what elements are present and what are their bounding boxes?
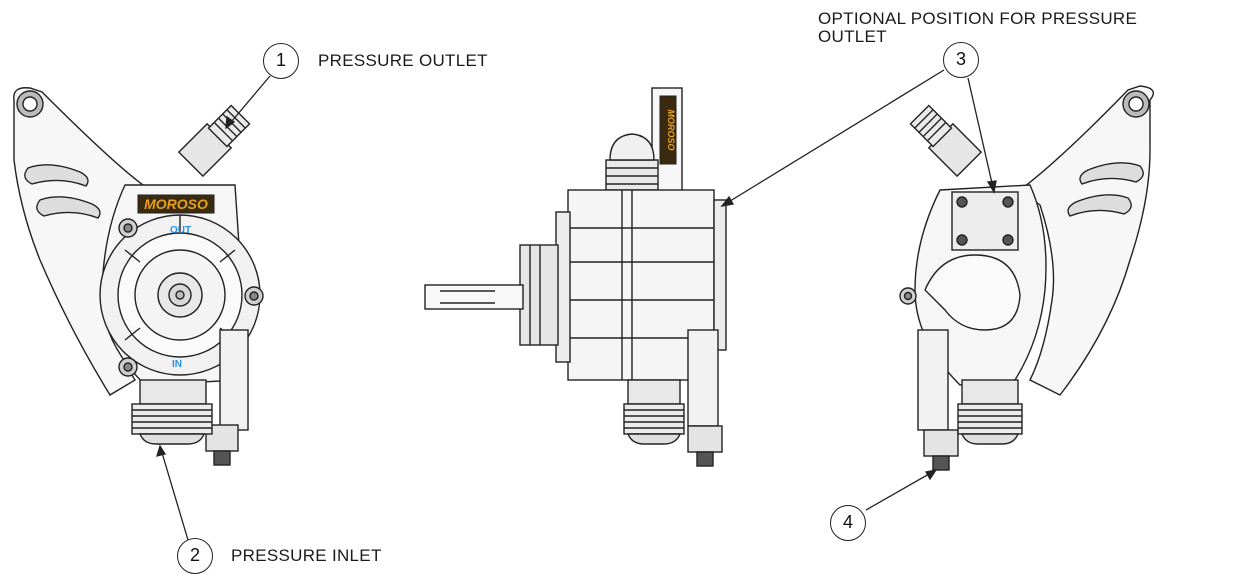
front-bracket-slot-1 xyxy=(24,164,89,187)
callout-3-text-line1: OPTIONAL POSITION FOR PRESSURE xyxy=(818,9,1138,28)
side-inlet-fitting xyxy=(627,379,681,405)
side-brand-plate: MOROSO xyxy=(659,95,677,165)
leader-1-arrow xyxy=(225,115,236,130)
rear-side-tube xyxy=(917,329,949,431)
leader-4 xyxy=(865,469,937,511)
front-in-label: IN xyxy=(172,359,182,370)
front-bracket-slot-2 xyxy=(36,196,101,219)
callout-1-text: PRESSURE OUTLET xyxy=(318,51,488,70)
front-inlet-fitting xyxy=(139,379,207,405)
side-outlet-fitting xyxy=(605,159,659,191)
side-tube xyxy=(687,329,719,427)
side-front-plate xyxy=(519,244,559,346)
front-brand-text: MOROSO xyxy=(144,196,208,212)
rear-bracket-slot-2 xyxy=(1067,194,1132,217)
rear-view xyxy=(899,85,1154,471)
callout-2-bubble: 2 xyxy=(177,538,213,574)
front-outlet-fitting xyxy=(177,104,251,178)
leader-2-arrow xyxy=(156,444,167,457)
callout-4-bubble: 4 xyxy=(830,505,866,541)
leader-2 xyxy=(159,445,189,541)
callout-3-text-line2: OUTLET xyxy=(818,27,887,46)
leader-4-arrow xyxy=(924,469,938,481)
rear-lobe xyxy=(924,254,1021,331)
callout-3-bubble: 3 xyxy=(943,42,979,78)
leader-3b-arrow xyxy=(986,180,997,194)
side-shaft xyxy=(424,284,524,310)
callout-2-text: PRESSURE INLET xyxy=(231,546,382,565)
rear-outlet-fitting xyxy=(909,104,983,178)
rear-bracket-slot-1 xyxy=(1079,162,1144,185)
side-view xyxy=(424,87,727,467)
leader-3b xyxy=(967,77,995,193)
rear-inlet-fitting xyxy=(961,379,1019,405)
front-out-label: OUT xyxy=(170,225,191,236)
side-brand-text: MOROSO xyxy=(666,109,676,150)
leader-1 xyxy=(225,75,271,129)
leader-lines xyxy=(156,69,997,541)
front-brand-plate: MOROSO xyxy=(137,194,215,214)
leader-3a xyxy=(721,69,945,207)
callout-1-bubble: 1 xyxy=(263,43,299,79)
leader-3a-arrow xyxy=(720,195,735,207)
front-view xyxy=(13,87,264,466)
front-side-tube xyxy=(219,329,249,431)
